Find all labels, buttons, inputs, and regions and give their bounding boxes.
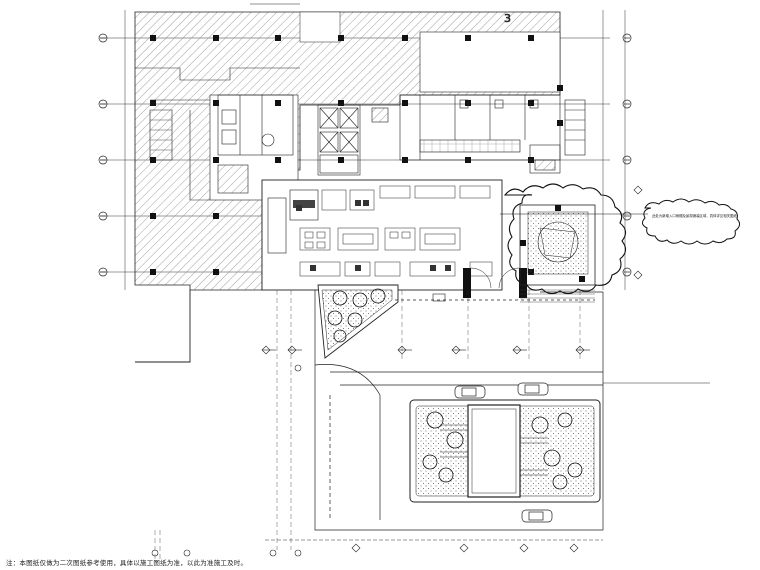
grid-bubble-icon bbox=[622, 33, 632, 277]
tree-icon bbox=[327, 288, 386, 343]
cloud-callout-text: 此处为新增入口雨棚及景观铺装区域，具体详见相关图纸 bbox=[652, 213, 737, 218]
drawing-footnote: 注：本图纸仅做为二次图纸参考使用，具体以施工图纸为准，以此为准施工及时。 bbox=[6, 559, 248, 567]
toilet-block-left bbox=[217, 94, 294, 194]
car-icon bbox=[454, 382, 553, 523]
toilet-block-right bbox=[399, 94, 586, 174]
driveway bbox=[314, 290, 604, 531]
lobby-area bbox=[261, 179, 527, 298]
grid-bubble-icon bbox=[151, 549, 302, 557]
revision-cloud-icon bbox=[641, 198, 741, 245]
grid-lines-vertical bbox=[154, 290, 581, 560]
svg-text:3: 3 bbox=[504, 12, 511, 25]
section-marker-icon: 3 bbox=[250, 3, 511, 25]
bollard-sign bbox=[432, 293, 446, 302]
elevation-marker-icon bbox=[261, 185, 710, 553]
landscape-island bbox=[409, 399, 601, 503]
tree-icon bbox=[422, 411, 583, 490]
entrance-canopy bbox=[519, 204, 596, 303]
existing-building-hatched bbox=[134, 11, 561, 363]
grid-bubble-icon bbox=[98, 33, 108, 277]
elevator-core bbox=[317, 104, 389, 176]
revision-cloud-icon bbox=[503, 183, 627, 295]
planter-triangle bbox=[317, 284, 399, 359]
